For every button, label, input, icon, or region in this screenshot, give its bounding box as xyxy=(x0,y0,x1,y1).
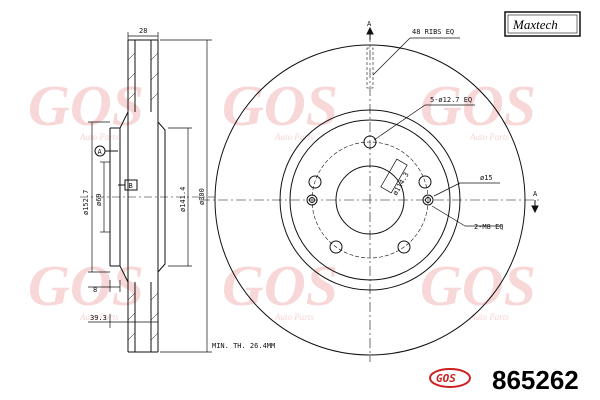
section-a-right-label: A xyxy=(533,190,538,198)
bolt-hole xyxy=(329,240,343,254)
min-thickness-label: MIN. TH. 26.4MM xyxy=(212,342,275,350)
thread-hole xyxy=(309,197,315,203)
watermark-subtext: Auto Parts xyxy=(469,312,509,322)
watermark-subtext: Auto Parts xyxy=(79,132,119,142)
bore-box-label: ø114.3 xyxy=(391,171,411,197)
section-a-top-label: A xyxy=(367,20,372,28)
datum-a-marker xyxy=(94,145,118,157)
dim-offset-label: 39.3 xyxy=(90,314,107,322)
bolt-hole xyxy=(363,135,377,149)
watermark-subtext: Auto Parts xyxy=(79,312,119,322)
dim-pcd-label: ø152.7 xyxy=(82,190,90,215)
dim-outer-dia-label: ø300 xyxy=(198,188,206,205)
bolt-hole xyxy=(397,240,411,254)
watermark-subtext: Auto Parts xyxy=(469,132,509,142)
watermark-text: GOS xyxy=(222,73,338,138)
watermark-text: GOS xyxy=(420,73,536,138)
maxtech-logo: Maxtech xyxy=(504,11,581,37)
section-arrow-right xyxy=(531,200,539,214)
dim-width-label: 28 xyxy=(139,27,147,35)
gos-logo: GOS xyxy=(429,368,471,388)
side-view-labels: 28 ø300 ø141.4 ø152.7 ø69 8 39.3 A B xyxy=(82,27,206,322)
part-number: 865262 xyxy=(492,365,579,395)
maxtech-logo-text: Maxtech xyxy=(512,17,558,32)
bolt-hole xyxy=(418,175,432,189)
watermark-text: GOS xyxy=(222,253,338,318)
watermark-text: GOS xyxy=(28,73,144,138)
watermark-subtext: Auto Parts xyxy=(274,312,314,322)
small-dia-label: ø15 xyxy=(480,174,493,182)
bolt-holes xyxy=(308,135,432,254)
dim-hat-dia-label: ø141.4 xyxy=(179,187,187,212)
thread-hole xyxy=(422,194,434,206)
thread-hole xyxy=(306,194,318,206)
side-dimensions xyxy=(88,32,212,353)
thread-hole xyxy=(425,197,431,203)
watermark-text: GOS xyxy=(28,253,144,318)
dim-hat-thickness-label: 8 xyxy=(93,286,97,294)
rib-marker xyxy=(366,47,374,89)
datum-b-label: B xyxy=(129,182,133,190)
datum-b-marker xyxy=(118,179,138,191)
side-view xyxy=(80,32,215,353)
section-arrow-top xyxy=(366,26,374,40)
ribs-label: 48 RIBS EQ xyxy=(412,28,454,36)
disc-section-outline xyxy=(80,39,215,353)
front-view xyxy=(200,26,540,362)
watermark-text: GOS xyxy=(420,253,536,318)
watermark-subtext: Auto Parts xyxy=(274,132,314,142)
bolt-hole xyxy=(308,175,322,189)
dim-center-bore-label: ø69 xyxy=(95,193,103,206)
threads-label: 2-M8 EQ xyxy=(474,223,504,231)
thread-holes xyxy=(306,194,434,206)
holes-label: 5-ø12.7 EQ xyxy=(430,96,472,104)
front-leaders xyxy=(372,37,502,227)
watermark-group: GOS Auto Parts GOS Auto Parts GOS Auto P… xyxy=(28,73,536,322)
datum-a-label: A xyxy=(98,148,103,156)
gos-logo-text: GOS xyxy=(436,372,456,385)
